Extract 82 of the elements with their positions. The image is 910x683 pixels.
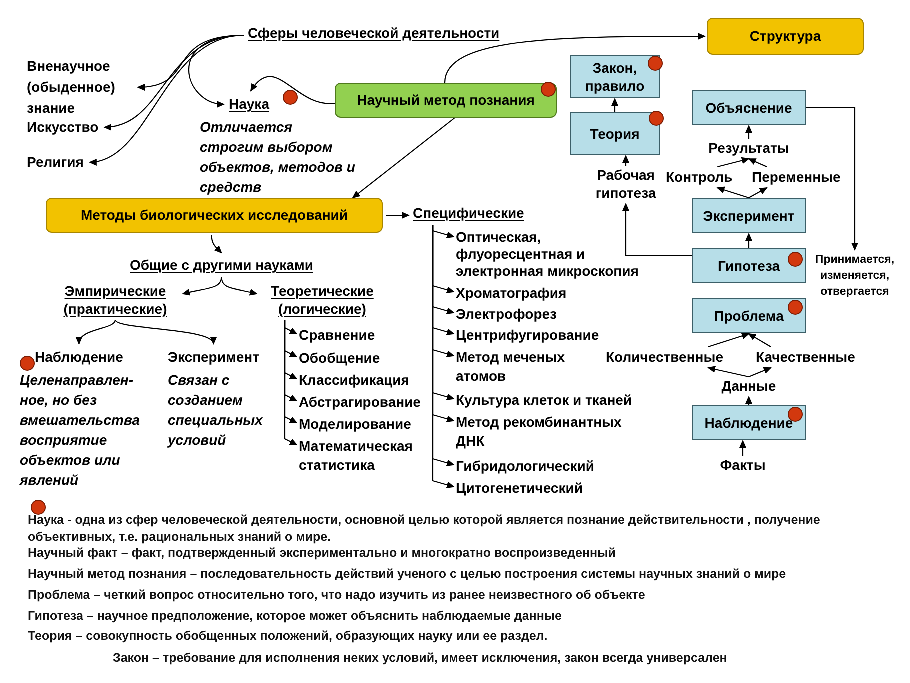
connector-arrow bbox=[211, 234, 222, 254]
connector-arrow bbox=[718, 157, 750, 168]
connector-arrow bbox=[77, 320, 116, 345]
rounded-box: Научный метод познания bbox=[335, 83, 557, 118]
connector-arrow bbox=[115, 320, 214, 345]
connector-arrow bbox=[612, 98, 618, 112]
definition-text: Гипотеза – научное предположение, которое может объяснить наблюдаемые данные bbox=[28, 608, 564, 625]
connector-arrow bbox=[188, 34, 244, 107]
definition-text: Теория – совокупность обобщенных положений, образующих науку или ее раздел. bbox=[28, 628, 549, 645]
node-label: Эксперимент bbox=[168, 348, 260, 367]
connector-arrow bbox=[716, 186, 750, 199]
connector-arrow bbox=[748, 334, 772, 348]
step-box: Закон, правило bbox=[570, 55, 660, 98]
connector-arrow bbox=[386, 212, 410, 219]
node-label: Хроматография bbox=[456, 284, 567, 303]
connector-arrow bbox=[708, 366, 750, 378]
step-box: Теория bbox=[570, 112, 660, 155]
definition-text: Научный метод познания – последовательность действий ученого с целью построения системы научных знаний о мире bbox=[28, 566, 788, 583]
underlined-heading: Специфические bbox=[413, 204, 524, 223]
connector-arrow bbox=[748, 188, 768, 198]
underlined-heading: Теоретические (логические) bbox=[265, 282, 380, 318]
node-label: Моделирование bbox=[299, 415, 412, 434]
connector-arrow bbox=[746, 233, 752, 248]
connector-arrow bbox=[746, 125, 752, 139]
caption-text: Связан с созданием специальных условий bbox=[168, 371, 264, 450]
node-label: Данные bbox=[722, 377, 776, 396]
connector-arrow bbox=[622, 155, 630, 166]
node-label: Метод меченых атомов bbox=[456, 348, 591, 386]
underlined-heading: Наука bbox=[229, 95, 270, 114]
node-label: Классификация bbox=[299, 371, 410, 390]
node-label: Электрофорез bbox=[456, 305, 557, 324]
connector-arrow bbox=[250, 76, 335, 104]
node-label: Гибридологический bbox=[456, 457, 595, 476]
node-label: Качественные bbox=[756, 348, 856, 367]
node-label: Принимается, изменяется, отвергается bbox=[808, 252, 902, 300]
connector-arrow bbox=[748, 367, 772, 378]
definition-text: Проблема – четкий вопрос относительно того, что надо изучить из ранее неизвестного об объекте bbox=[28, 587, 646, 604]
connector-arrow bbox=[806, 106, 858, 251]
node-label: Сравнение bbox=[299, 326, 376, 345]
node-label: Цитогенетический bbox=[456, 479, 583, 498]
definition-text: Научный факт – факт, подтвержденный экспериментально и многократно воспроизведенный bbox=[28, 545, 617, 562]
node-label: Абстрагирование bbox=[299, 393, 421, 412]
caption-text: Отличается строгим выбором объектов, методов и средств bbox=[200, 118, 356, 197]
node-label: Наблюдение bbox=[35, 348, 124, 367]
rounded-box: Методы биологических исследований bbox=[46, 198, 383, 233]
connector-arrow bbox=[284, 320, 298, 446]
node-label: Искусство bbox=[27, 118, 99, 137]
node-label: Культура клеток и тканей bbox=[456, 391, 632, 410]
underlined-heading: Эмпирические (практические) bbox=[58, 282, 173, 318]
rounded-box: Структура bbox=[707, 18, 864, 55]
node-label: Математическая статистика bbox=[299, 437, 427, 475]
connector-arrow bbox=[221, 276, 258, 296]
connector-arrow bbox=[708, 332, 750, 348]
connector-arrow bbox=[444, 33, 706, 84]
underlined-heading: Сферы человеческой деятельности bbox=[248, 24, 500, 43]
node-label: Количественные bbox=[606, 348, 724, 367]
definition-text: Наука - одна из сфер человеческой деятельности, основной целью которой является познание действительности , получение объективных, т.е. рациональных знаний о мире. bbox=[28, 512, 822, 546]
definition-text: Закон – требование для исполнения неких условий, имеет исключения, закон всегда универсален bbox=[113, 650, 728, 667]
node-label: Вненаучное (обыденное) знание bbox=[27, 56, 132, 119]
connector-arrow bbox=[740, 440, 746, 456]
node-label: Результаты bbox=[708, 139, 790, 158]
node-label: Обобщение bbox=[299, 349, 380, 368]
step-box: Наблюдение bbox=[692, 405, 806, 440]
step-box: Гипотеза bbox=[692, 248, 806, 283]
connector-arrow bbox=[622, 203, 692, 257]
caption-text: Целенаправлен-ное, но без вмешательства восприятие объектов или явлений bbox=[20, 371, 142, 490]
step-box: Эксперимент bbox=[692, 198, 806, 233]
step-box: Объяснение bbox=[692, 90, 806, 125]
node-label: Факты bbox=[720, 456, 766, 475]
node-label: Центрифугирование bbox=[456, 326, 600, 345]
node-label: Оптическая, флуоресцентная и электронная микроскопия bbox=[456, 229, 656, 280]
step-box: Проблема bbox=[692, 298, 806, 333]
connector-arrow bbox=[748, 158, 768, 168]
connector-arrow bbox=[182, 276, 222, 296]
node-label: Контроль bbox=[666, 168, 733, 187]
connector-arrow bbox=[746, 396, 752, 405]
node-label: Рабочая гипотеза bbox=[586, 166, 666, 202]
node-label: Метод рекомбинантных ДНК bbox=[456, 413, 646, 451]
node-label: Переменные bbox=[752, 168, 841, 187]
node-label: Религия bbox=[27, 153, 84, 172]
connector-arrow bbox=[352, 118, 456, 199]
underlined-heading: Общие с другими науками bbox=[130, 256, 314, 275]
